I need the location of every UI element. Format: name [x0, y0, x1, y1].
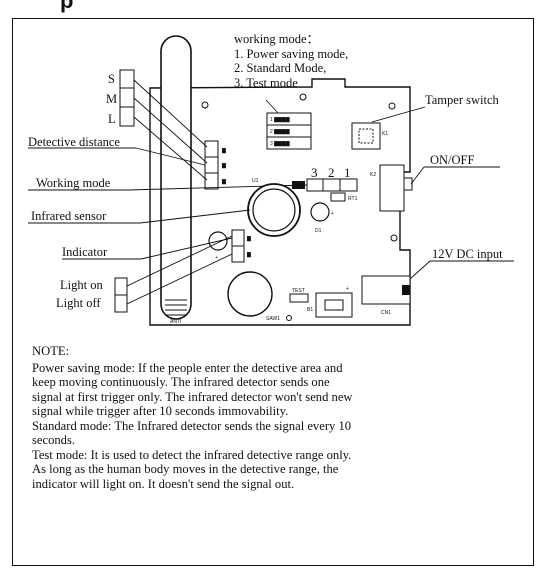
label-b1: B1: [307, 307, 313, 313]
note-line: keep moving continuously. The infrared d…: [32, 375, 330, 389]
jumper-number-3: 3: [311, 165, 318, 180]
working-mode-option-1: 1. Power saving mode,: [234, 47, 348, 61]
cropped-header: p: [0, 0, 547, 14]
led-d1: [310, 202, 330, 222]
tamper-leader: [371, 106, 426, 123]
light-leader: [126, 253, 233, 305]
light-on-label: Light on: [60, 278, 103, 292]
dc-leader: [409, 260, 431, 280]
antenna: [160, 35, 192, 320]
note-line: Test mode: It is used to detect the infr…: [32, 447, 352, 462]
note-line: seconds.: [32, 433, 76, 447]
jumper-number-1: 1: [344, 165, 351, 180]
test-button: [289, 293, 309, 303]
indicator-jumper-glyph: ▇: [246, 236, 251, 242]
label-u1: U1: [252, 178, 259, 184]
sml-leader: [133, 79, 208, 148]
label-anti: ANTI: [170, 319, 181, 325]
figure-frame: [12, 18, 534, 566]
tamper-switch: [351, 122, 381, 150]
mode-table-entry: 2 ▇▇▇▇: [270, 129, 290, 135]
working-mode-leader: [265, 99, 279, 114]
distance-label-leader: [135, 147, 206, 166]
note-line: As long as the human body moves in the d…: [32, 462, 339, 476]
indicator-jumper-glyph: ▇: [246, 252, 251, 258]
sml-leader: [133, 116, 208, 181]
note-line: Standard mode: The Infrared detector sen…: [32, 418, 352, 433]
note-line: signal at first trigger only. The infrar…: [32, 389, 353, 404]
label-test: TEST: [292, 288, 305, 294]
mount-hole: [388, 102, 396, 110]
mount-hole: [390, 234, 398, 242]
working-mode-option-2: 2. Standard Mode,: [234, 61, 326, 75]
note-line: signal while trigger after 10 seconds im…: [32, 404, 289, 418]
mount-hole: [201, 101, 209, 109]
indicator-label: Indicator: [62, 245, 108, 259]
onoff-label: ON/OFF: [430, 153, 475, 167]
label-cn: CN1: [381, 310, 391, 316]
circuit-board-diagram: ANTI 1 ▇▇▇▇ 2 ▇▇▇▇ 3 ▇▇▇▇ K1 K2 ▇ ▇ ▇ S …: [28, 32, 514, 326]
jumper-glyph: ▇: [221, 148, 226, 154]
note-line: indicator will light on. It doesn't send…: [32, 476, 295, 491]
note-section: NOTE: Power saving mode: If the people e…: [32, 344, 522, 491]
light-off-label: Light off: [56, 296, 101, 310]
led-plus: +: [331, 211, 334, 217]
indicator-leader: [140, 237, 233, 260]
label-saw1: SAW1: [266, 316, 280, 322]
board-outline: [149, 78, 411, 326]
mode-table-entry: 3 ▇▇▇▇: [270, 141, 290, 147]
working-mode-title: working mode：: [234, 32, 319, 46]
working-mode-label: Working mode: [36, 176, 111, 190]
label-d1: D1: [315, 228, 322, 234]
label-k1: K1: [382, 131, 388, 137]
power-switch-knob: [403, 177, 413, 191]
jumper-glyph: ▇: [221, 179, 226, 185]
jumper-glyph: ▇: [221, 163, 226, 169]
sml-letter-m: M: [106, 92, 117, 106]
label-k2: K2: [370, 172, 376, 178]
power-switch: [379, 164, 405, 212]
infrared-leader: [139, 209, 251, 224]
note-title: NOTE:: [32, 344, 70, 358]
label-rt1: RT1: [348, 196, 358, 202]
detective-distance-label: Detective distance: [28, 135, 120, 149]
indicator-plus: +: [215, 255, 218, 261]
tamper-switch-label: Tamper switch: [425, 93, 500, 107]
sml-letter-l: L: [108, 112, 116, 126]
mount-hole: [286, 315, 292, 321]
infrared-sensor-inner: [252, 188, 296, 232]
working-mode-option-3: 3. Test mode: [234, 76, 298, 90]
saw-resonator: [227, 271, 273, 317]
sml-selector: [119, 69, 135, 127]
jumper-number-2: 2: [328, 165, 335, 180]
buzzer-plus: +: [346, 286, 349, 292]
note-line: Power saving mode: If the people enter t…: [32, 360, 343, 375]
sml-leader: [133, 97, 208, 164]
dc-input-label: 12V DC input: [432, 247, 503, 261]
mount-hole: [299, 93, 307, 101]
mode-table: [266, 112, 312, 150]
mode-jumper: [306, 178, 358, 192]
buzzer-block-inner: [324, 299, 344, 311]
cropped-header-glyph: p: [60, 0, 74, 13]
tamper-switch-core: [358, 128, 374, 144]
dc-jack-tip: [402, 285, 410, 295]
buzzer-block: [315, 292, 353, 318]
rt1-block: [330, 192, 346, 202]
light-leader: [126, 235, 233, 287]
distance-jumper: [204, 140, 219, 190]
infrared-sensor-label: Infrared sensor: [31, 209, 107, 223]
sml-letter-s: S: [108, 72, 115, 86]
infrared-sensor: [247, 183, 301, 237]
onoff-leader: [410, 166, 425, 185]
mode-table-entry: 1 ▇▇▇▇: [270, 117, 290, 123]
